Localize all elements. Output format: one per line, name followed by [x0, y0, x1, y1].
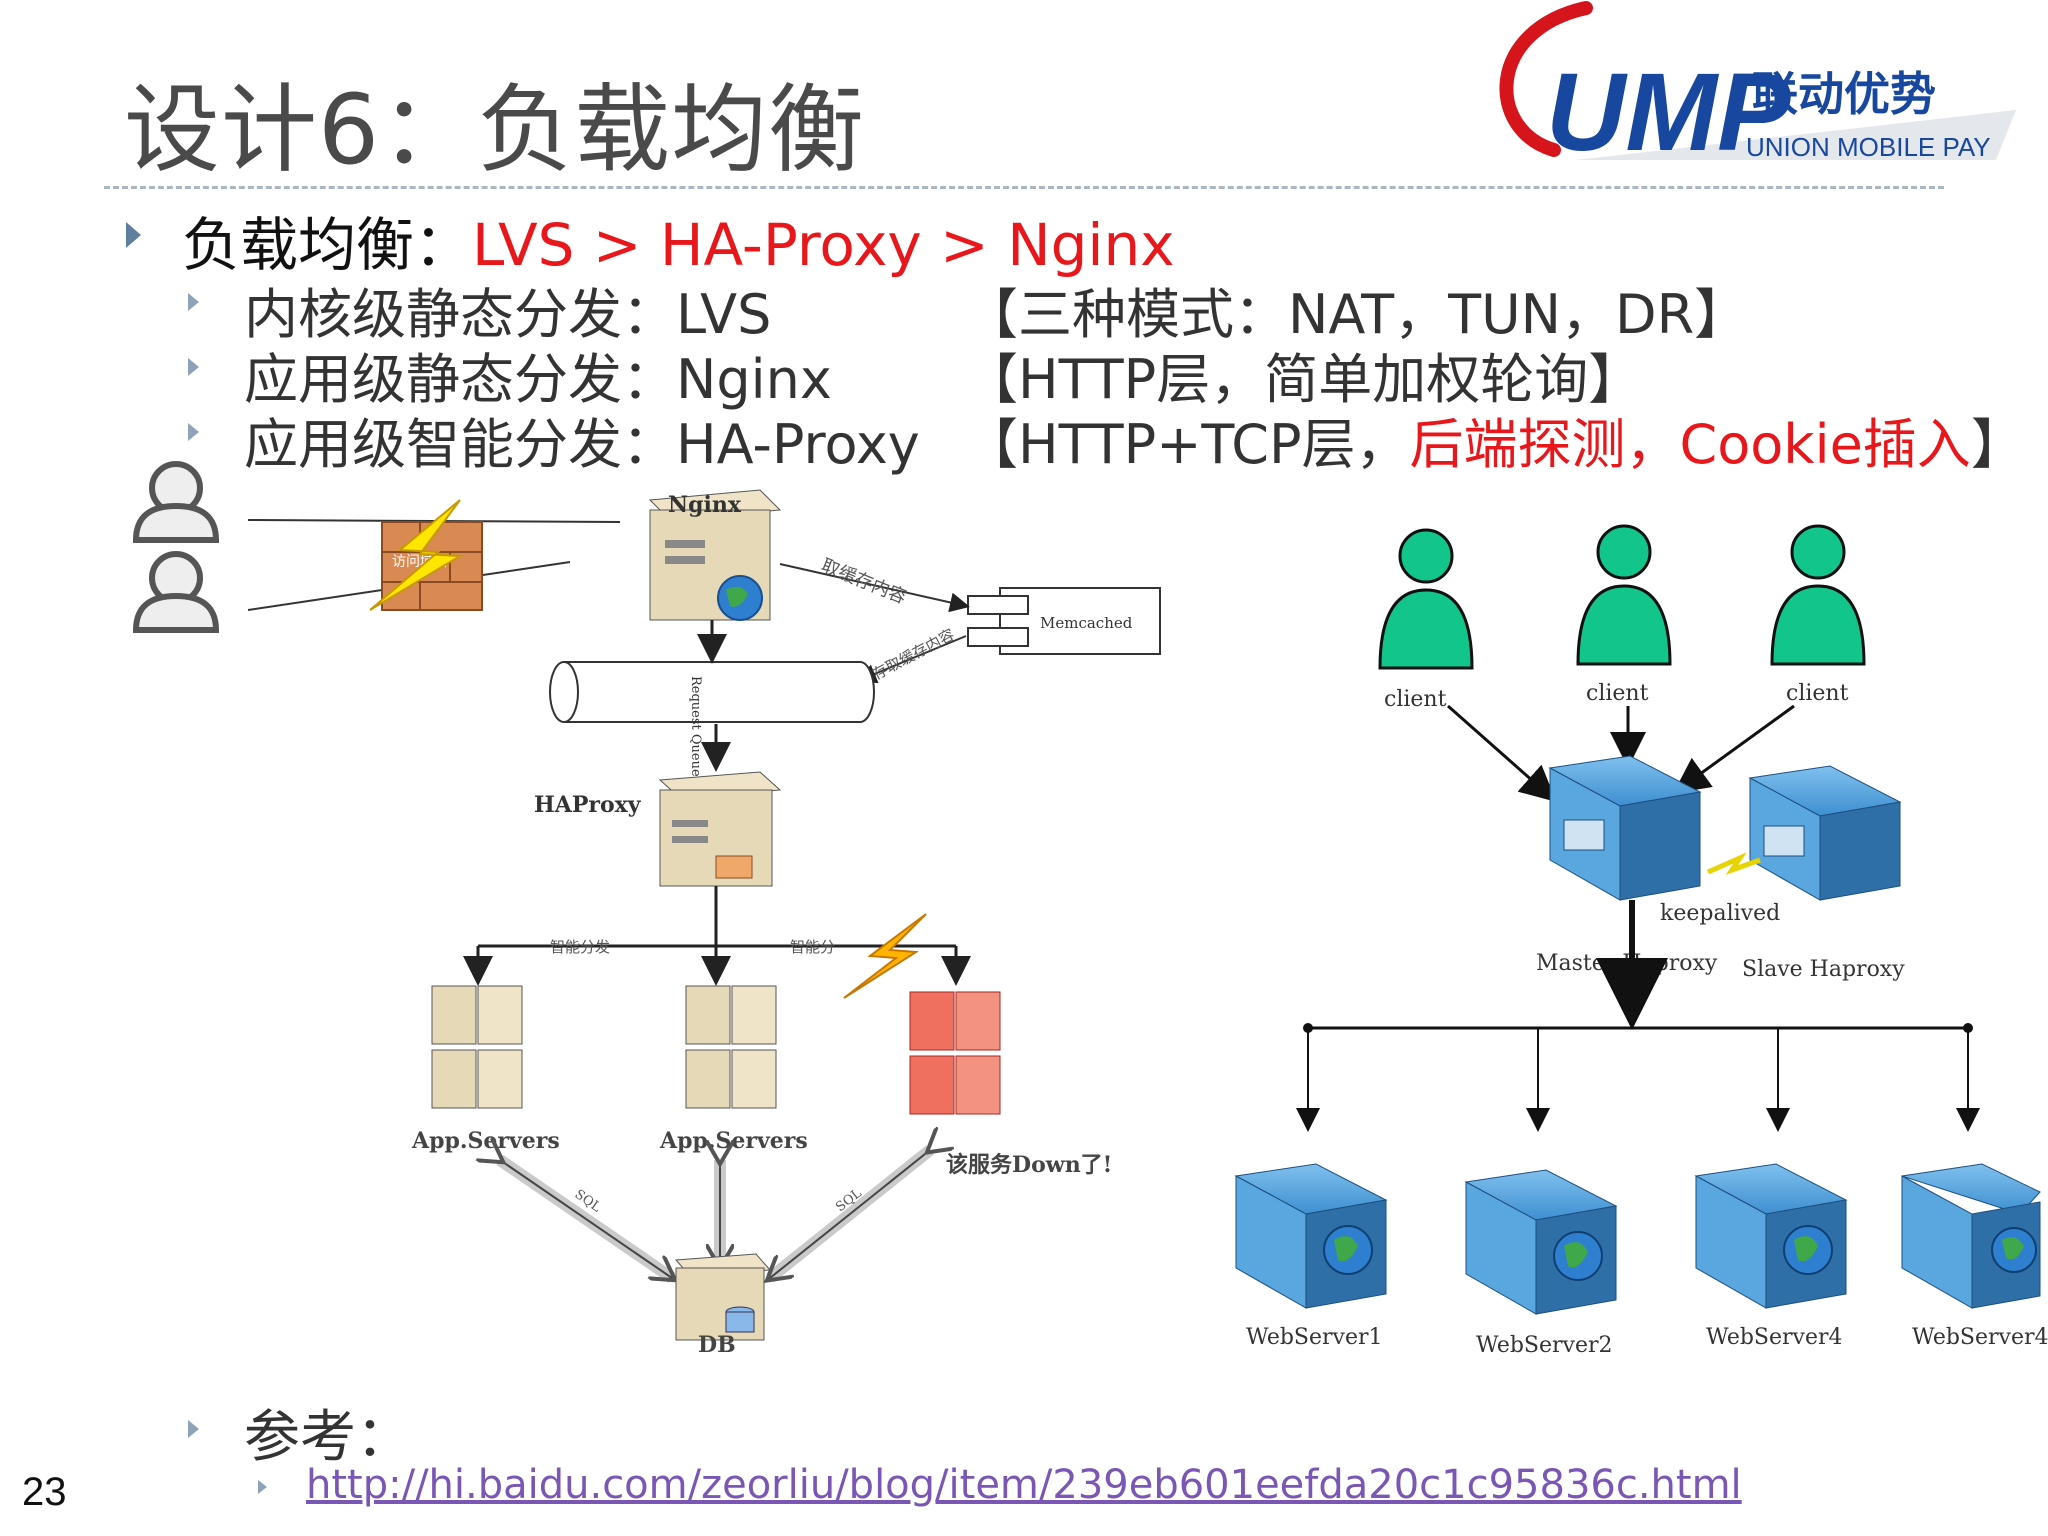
logo-swoosh	[1499, 1, 1593, 157]
sub-bullet-label: 应用级静态分发：Nginx	[244, 348, 832, 411]
detail-suffix: 】	[1970, 413, 2025, 476]
app-servers-label: App.Servers	[411, 1128, 560, 1154]
webserver-label: WebServer1	[1246, 1325, 1383, 1350]
client-label: client	[1786, 681, 1849, 706]
sql-arrow	[500, 1160, 672, 1278]
bullet-main-label: 负载均衡：	[182, 211, 473, 279]
logo-english: UNION MOBILE PAY	[1746, 132, 1991, 162]
app-servers-icon	[685, 985, 777, 1109]
reference-arrow-icon	[188, 1420, 199, 1438]
sub-bullet-arrow-icon	[188, 423, 199, 441]
keepalived-label: keepalived	[1660, 901, 1780, 926]
bullet-arrow-icon	[126, 222, 141, 248]
webserver-icon	[1901, 1163, 2041, 1309]
client-icon	[1770, 524, 1866, 666]
sub-bullet-arrow-icon	[188, 293, 199, 311]
webserver-label: WebServer4	[1912, 1325, 2048, 1350]
nginx-haproxy-diagram: 访问域名 Nginx Memcached 取缓存内容 存取缓存内容 Reques…	[132, 461, 1161, 1358]
bullet-main-value: LVS > HA-Proxy > Nginx	[472, 211, 1175, 279]
detail-highlight: 后端探测，Cookie插入	[1409, 413, 1971, 476]
down-label: 该服务Down了!	[946, 1152, 1112, 1178]
client-arrow	[1447, 704, 1557, 802]
nginx-label: Nginx	[668, 492, 742, 518]
client-arrow	[1673, 704, 1795, 794]
logo-mark: UMP	[1546, 51, 1791, 174]
sub-bullet-detail: 【HTTP+TCP层，后端探测，Cookie插入】	[964, 400, 2025, 479]
webserver-label: WebServer2	[1476, 1333, 1613, 1358]
db-label: DB	[698, 1332, 736, 1358]
lightning-icon	[369, 499, 464, 611]
cache-read-label: 取缓存内容	[818, 555, 909, 608]
webserver-icon	[1234, 1163, 1388, 1309]
db-server-icon	[674, 1253, 772, 1341]
sub-bullet-detail: 【HTTP层，简单加权轮询】	[964, 348, 1643, 411]
slave-haproxy-server-icon	[1748, 765, 1902, 901]
cache-write-label: 存取缓存内容	[869, 625, 957, 683]
sub-bullet-label: 应用级智能分发：HA-Proxy	[244, 413, 920, 476]
dispatch-label: 智能分发	[550, 938, 610, 956]
reference-link[interactable]: http://hi.baidu.com/zeorliu/blog/item/23…	[306, 1462, 1742, 1508]
logo-chinese: 联动优势	[1752, 67, 1936, 121]
dispatch-label: 智能分	[790, 938, 835, 956]
reference-label: 参考：	[244, 1405, 412, 1470]
detail-prefix: 【HTTP+TCP层，	[964, 413, 1410, 476]
app-servers-label: App.Servers	[659, 1128, 808, 1154]
client-label: client	[1384, 687, 1447, 712]
master-label: Master Haproxy	[1536, 951, 1718, 976]
sub-bullet-haproxy: 应用级智能分发：HA-Proxy 【HTTP+TCP层，后端探测，Cookie插…	[244, 400, 2025, 476]
slave-label: Slave Haproxy	[1742, 957, 1905, 982]
slide-title: 设计6：负载均衡	[124, 74, 866, 186]
nginx-server-icon	[648, 489, 782, 621]
cache-arrow	[779, 563, 970, 613]
memcached-label: Memcached	[1040, 614, 1133, 632]
logo-shadow	[1576, 110, 2016, 160]
lightning-icon	[843, 913, 927, 999]
request-queue-icon	[549, 661, 875, 723]
link-arrow-icon	[258, 1480, 267, 1494]
haproxy-server-icon	[658, 771, 782, 887]
master-haproxy-server-icon	[1548, 755, 1702, 901]
memcached-component	[967, 587, 1161, 655]
webserver-label: WebServer4	[1706, 1325, 1843, 1350]
sub-bullet-lvs: 内核级静态分发：LVS 【三种模式：NAT，TUN，DR】	[244, 270, 1748, 346]
client-icon	[1576, 524, 1672, 666]
webserver-icon	[1694, 1163, 1848, 1309]
user-icon	[132, 461, 220, 543]
bullet-main: 负载均衡：LVS > HA-Proxy > Nginx	[182, 198, 1175, 282]
page-number: 23	[22, 1470, 67, 1514]
sub-bullet-nginx: 应用级静态分发：Nginx 【HTTP层，简单加权轮询】	[244, 335, 1744, 411]
down-servers-icon	[909, 991, 1001, 1115]
haproxy-label: HAProxy	[534, 792, 642, 818]
queue-label: Request Queue	[688, 676, 703, 777]
sub-bullet-label: 内核级静态分发：LVS	[244, 283, 772, 346]
webserver-icon	[1464, 1169, 1618, 1315]
app-servers-icon	[431, 985, 523, 1109]
ump-logo: UMP 联动优势 UNION MOBILE PAY	[1499, 1, 2016, 174]
title-divider	[104, 186, 1944, 189]
sql-arrow	[770, 1150, 930, 1278]
user-icon	[132, 551, 220, 633]
keepalived-haproxy-diagram: client client client keepalived Master H…	[1234, 524, 2048, 1358]
cache-arrow	[856, 635, 967, 684]
heartbeat-icon	[1706, 852, 1761, 875]
client-label: client	[1586, 681, 1649, 706]
sub-bullet-detail: 【三种模式：NAT，TUN，DR】	[964, 283, 1749, 346]
client-icon	[1378, 528, 1474, 670]
sub-bullet-arrow-icon	[188, 358, 199, 376]
